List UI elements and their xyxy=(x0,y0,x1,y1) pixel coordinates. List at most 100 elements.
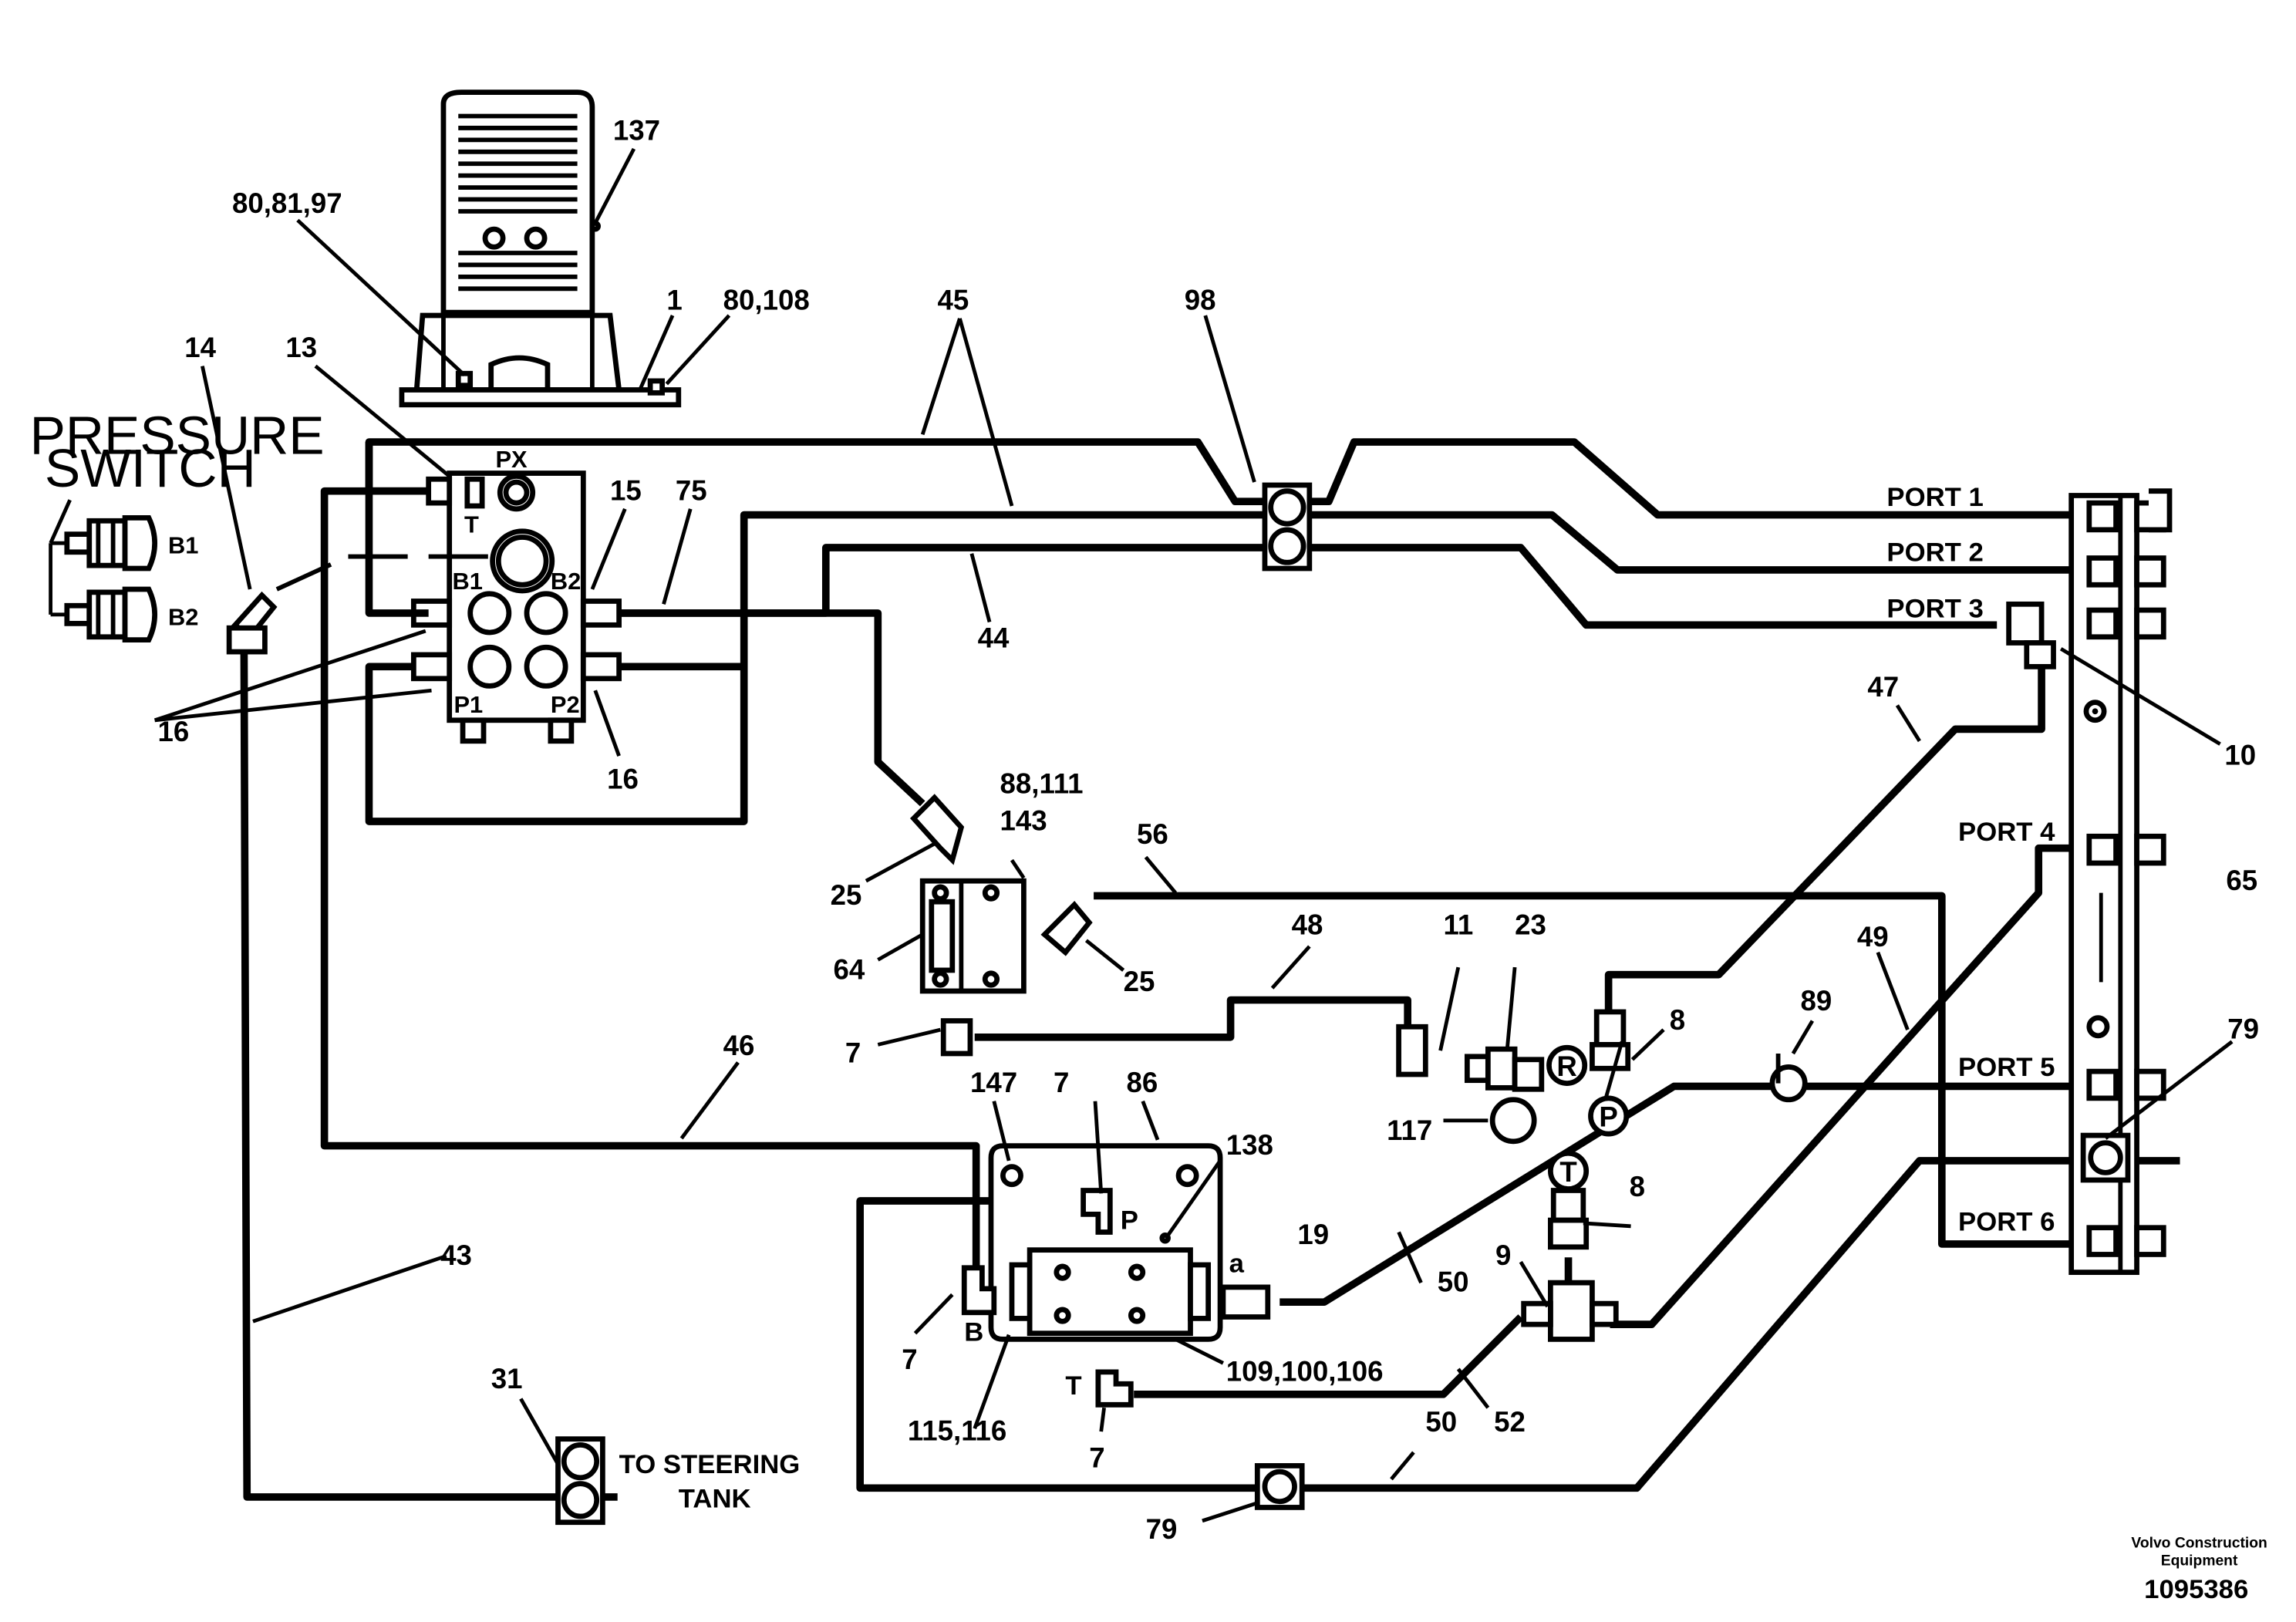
callout-19: 19 xyxy=(1297,1219,1329,1250)
cap-117 xyxy=(1489,1097,1537,1145)
drawing-number: 1095386 xyxy=(2144,1575,2248,1604)
callout-46: 46 xyxy=(723,1030,755,1061)
fitting-23 xyxy=(1464,1046,1545,1092)
callout-44: 44 xyxy=(978,622,1010,653)
callout-1: 1 xyxy=(666,284,682,315)
callout-75: 75 xyxy=(676,474,707,506)
pilot-valve-block xyxy=(410,470,622,744)
r-marker: R xyxy=(1556,1050,1576,1082)
switch-b2-label: B2 xyxy=(168,603,198,630)
px-label: PX xyxy=(495,446,528,473)
text-labels: PRESSURE SWITCH B1 B2 PX T B1 B2 P1 P2 P… xyxy=(30,405,2056,1513)
steering-tank-label-line2: TANK xyxy=(679,1484,751,1513)
t-port-label: T xyxy=(1065,1371,1081,1401)
steering-tank-label-line1: TO STEERING xyxy=(619,1450,801,1479)
callout-7d: 7 xyxy=(1089,1442,1104,1473)
callout-14: 14 xyxy=(184,332,216,363)
valve-64 xyxy=(909,794,1093,994)
callout-115-116: 115,116 xyxy=(908,1415,1006,1447)
port4-label: PORT 4 xyxy=(1958,818,2055,847)
callout-10: 10 xyxy=(2224,740,2256,771)
callout-47: 47 xyxy=(1867,671,1899,703)
callout-49: 49 xyxy=(1857,921,1889,953)
port3-label: PORT 3 xyxy=(1886,595,1983,624)
p2-label: P2 xyxy=(551,691,580,718)
fitting-9 xyxy=(1521,1280,1619,1342)
fitting-89 xyxy=(1769,1053,1808,1103)
brand-line1: Volvo Construction xyxy=(2131,1536,2267,1552)
callout-9: 9 xyxy=(1495,1239,1511,1271)
callout-15: 15 xyxy=(610,474,642,506)
clamp-98 xyxy=(1262,482,1313,572)
callout-138: 138 xyxy=(1226,1129,1273,1161)
callout-31: 31 xyxy=(491,1363,523,1394)
callout-45: 45 xyxy=(937,284,969,315)
callout-7c: 7 xyxy=(902,1344,917,1375)
t-marker: T xyxy=(1559,1156,1576,1188)
callout-13: 13 xyxy=(285,332,317,363)
b1-valve-label: B1 xyxy=(453,568,483,595)
port6-label: PORT 6 xyxy=(1958,1208,2055,1237)
a-port-label: a xyxy=(1229,1249,1245,1279)
pressure-switch-label-line1: PRESSURE xyxy=(30,405,325,465)
callout-80-108: 80,108 xyxy=(723,284,810,315)
port2-label: PORT 2 xyxy=(1886,538,1983,567)
brand-line2: Equipment xyxy=(2161,1553,2238,1570)
pressure-switch-b1 xyxy=(64,515,157,572)
valve-86 xyxy=(961,1143,1271,1408)
callout-143: 143 xyxy=(1000,805,1047,837)
callout-147: 147 xyxy=(970,1067,1017,1098)
callout-98: 98 xyxy=(1185,284,1216,315)
p1-label: P1 xyxy=(453,691,483,718)
fitting-11 xyxy=(1396,1023,1428,1077)
callout-88-111: 88,111 xyxy=(1000,767,1084,799)
callout-65: 65 xyxy=(2226,865,2257,896)
callout-52: 52 xyxy=(1494,1406,1526,1438)
fitting-8-upper xyxy=(1590,1009,1631,1071)
port5-label: PORT 5 xyxy=(1958,1053,2055,1082)
port-markers: R P T xyxy=(1546,1044,1630,1192)
callout-50b: 50 xyxy=(1425,1406,1457,1438)
p-port-label: P xyxy=(1121,1206,1138,1236)
switch-b1-label: B1 xyxy=(168,532,198,559)
callout-137: 137 xyxy=(613,114,660,146)
callout-25b: 25 xyxy=(1124,966,1155,997)
t-small-label: T xyxy=(464,511,479,538)
callout-7a: 7 xyxy=(845,1037,861,1069)
callout-89: 89 xyxy=(1801,985,1832,1017)
b2-valve-label: B2 xyxy=(551,568,581,595)
callout-7b: 7 xyxy=(1054,1067,1069,1098)
callout-117: 117 xyxy=(1387,1114,1432,1146)
clamp-79-lower xyxy=(1254,1463,1305,1510)
clamp-31 xyxy=(555,1436,605,1526)
pressure-switch-b2 xyxy=(64,586,157,643)
callout-43: 43 xyxy=(440,1239,472,1271)
callout-16b: 16 xyxy=(607,764,639,795)
callout-80-81-97: 80,81,97 xyxy=(232,187,342,219)
callout-16a: 16 xyxy=(158,716,190,747)
callout-50a: 50 xyxy=(1438,1266,1469,1298)
callout-79a: 79 xyxy=(2227,1013,2259,1045)
callout-25a: 25 xyxy=(831,879,862,911)
joystick-handle xyxy=(399,89,682,408)
callout-64: 64 xyxy=(833,954,865,986)
port1-label: PORT 1 xyxy=(1886,483,1983,512)
fitting-7-a xyxy=(940,1018,973,1057)
leader-lines xyxy=(49,147,2234,1523)
callout-8b: 8 xyxy=(1630,1171,1645,1202)
callout-109-100-106: 109,100,106 xyxy=(1226,1355,1384,1387)
fitting-8-lower xyxy=(1548,1188,1590,1250)
manifold-block-65 xyxy=(2006,488,2173,1275)
callout-23: 23 xyxy=(1515,909,1546,941)
callout-56: 56 xyxy=(1137,818,1168,850)
callout-8a: 8 xyxy=(1670,1004,1685,1036)
brand-block: Volvo Construction Equipment 1095386 xyxy=(2131,1536,2267,1605)
callout-numbers: 137 80,81,97 1 80,108 45 98 14 13 15 75 … xyxy=(158,114,2260,1545)
p-marker: P xyxy=(1599,1101,1617,1133)
callout-11: 11 xyxy=(1443,909,1473,941)
pressure-switch-label-line2: SWITCH xyxy=(45,438,256,498)
callout-48: 48 xyxy=(1292,909,1323,941)
callout-79b: 79 xyxy=(1146,1513,1178,1545)
b-port-label: B xyxy=(964,1317,983,1347)
